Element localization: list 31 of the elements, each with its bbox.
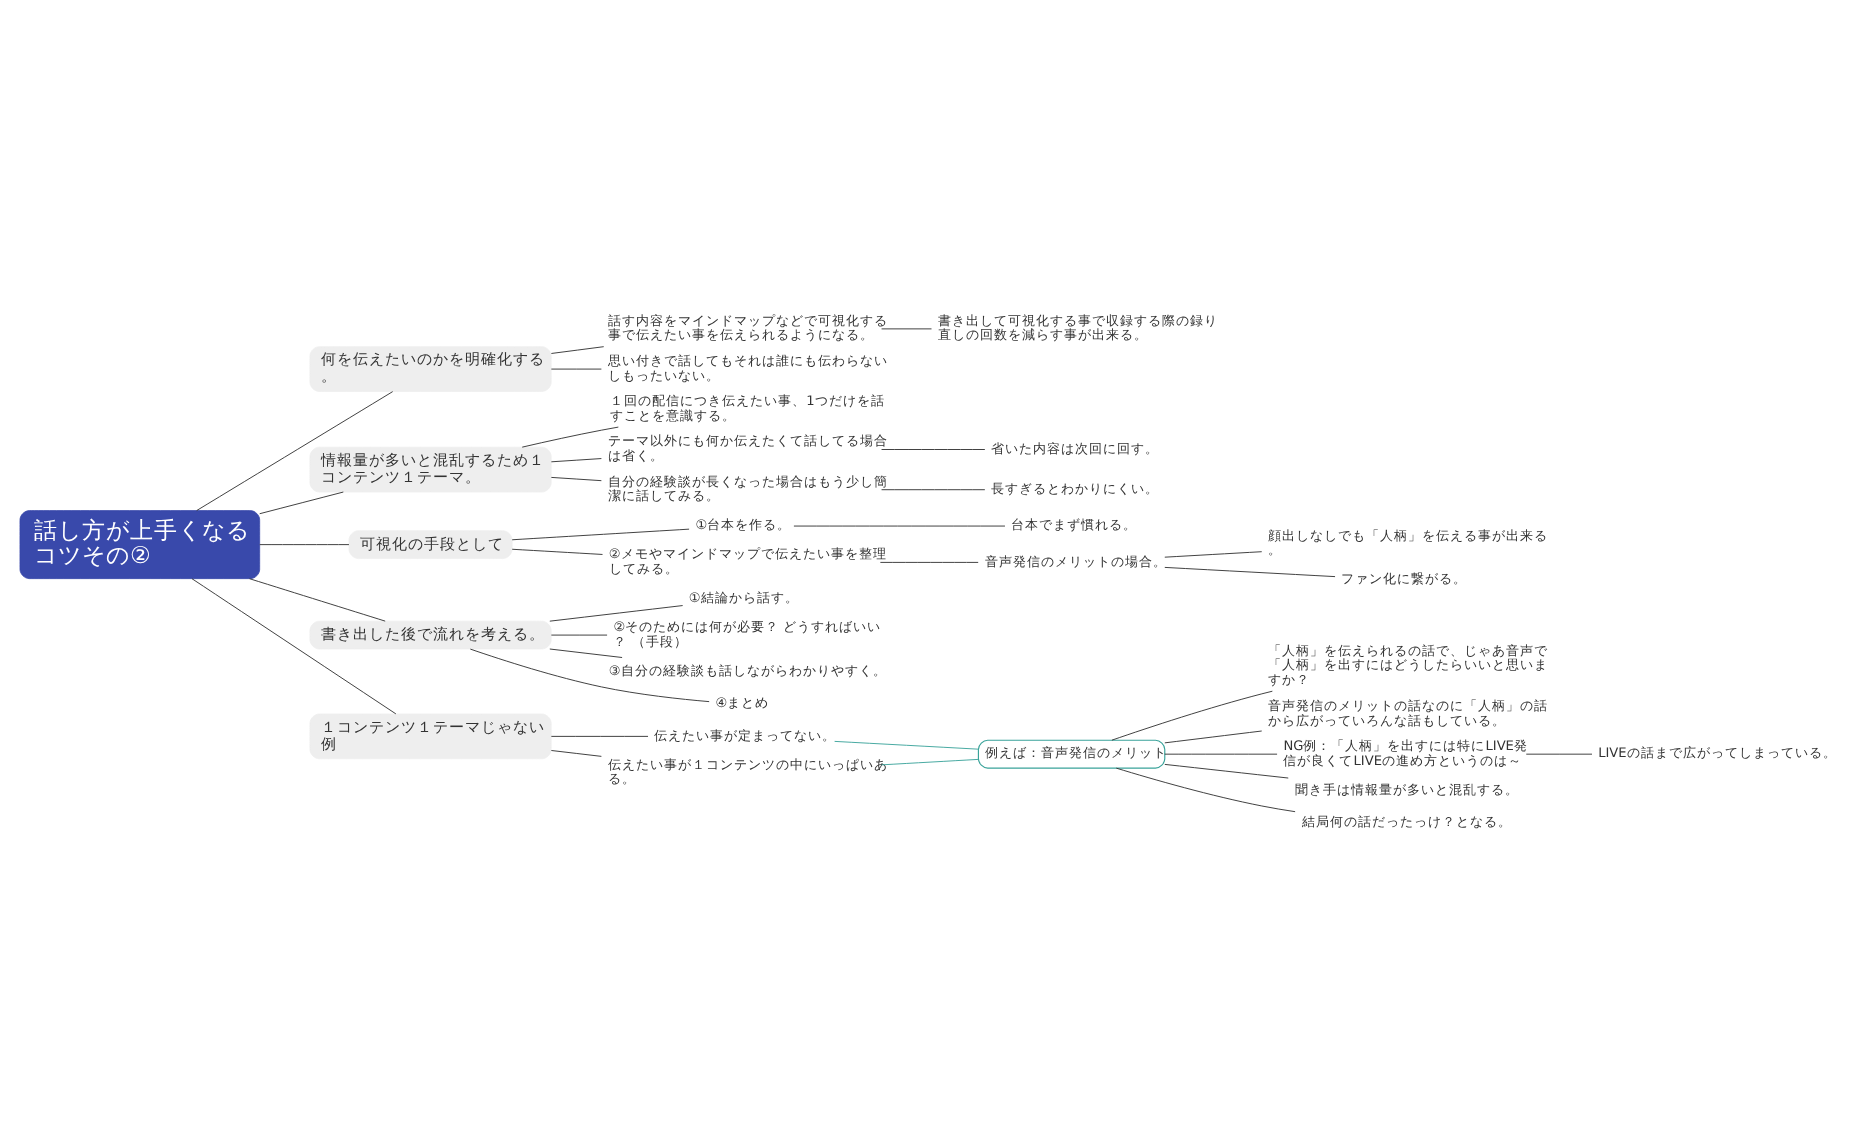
connector (881, 489, 986, 491)
connector (469, 648, 710, 703)
connector (1164, 566, 1336, 578)
connector (550, 476, 602, 482)
connector (511, 548, 603, 555)
connector (1164, 730, 1263, 744)
connector (1164, 753, 1278, 755)
connector (1525, 753, 1593, 755)
connector (879, 561, 979, 563)
connector (1164, 763, 1289, 779)
connector (550, 750, 602, 757)
connector (1115, 767, 1296, 813)
connector (550, 346, 605, 354)
connector (881, 328, 932, 330)
connector (259, 544, 350, 546)
connector (549, 648, 623, 658)
connector (259, 491, 344, 515)
connector (1111, 690, 1273, 741)
connector (549, 605, 684, 622)
node-box: 話し方が上手くなるコツその② (19, 510, 261, 580)
connector (834, 740, 979, 750)
connector (550, 458, 602, 463)
connector (249, 578, 386, 622)
connector (511, 528, 690, 541)
connector (881, 758, 979, 766)
connector (550, 735, 649, 737)
connector (1164, 551, 1263, 558)
connector (521, 426, 619, 448)
connector (196, 391, 394, 512)
connector (191, 578, 397, 715)
connector (881, 449, 986, 450)
